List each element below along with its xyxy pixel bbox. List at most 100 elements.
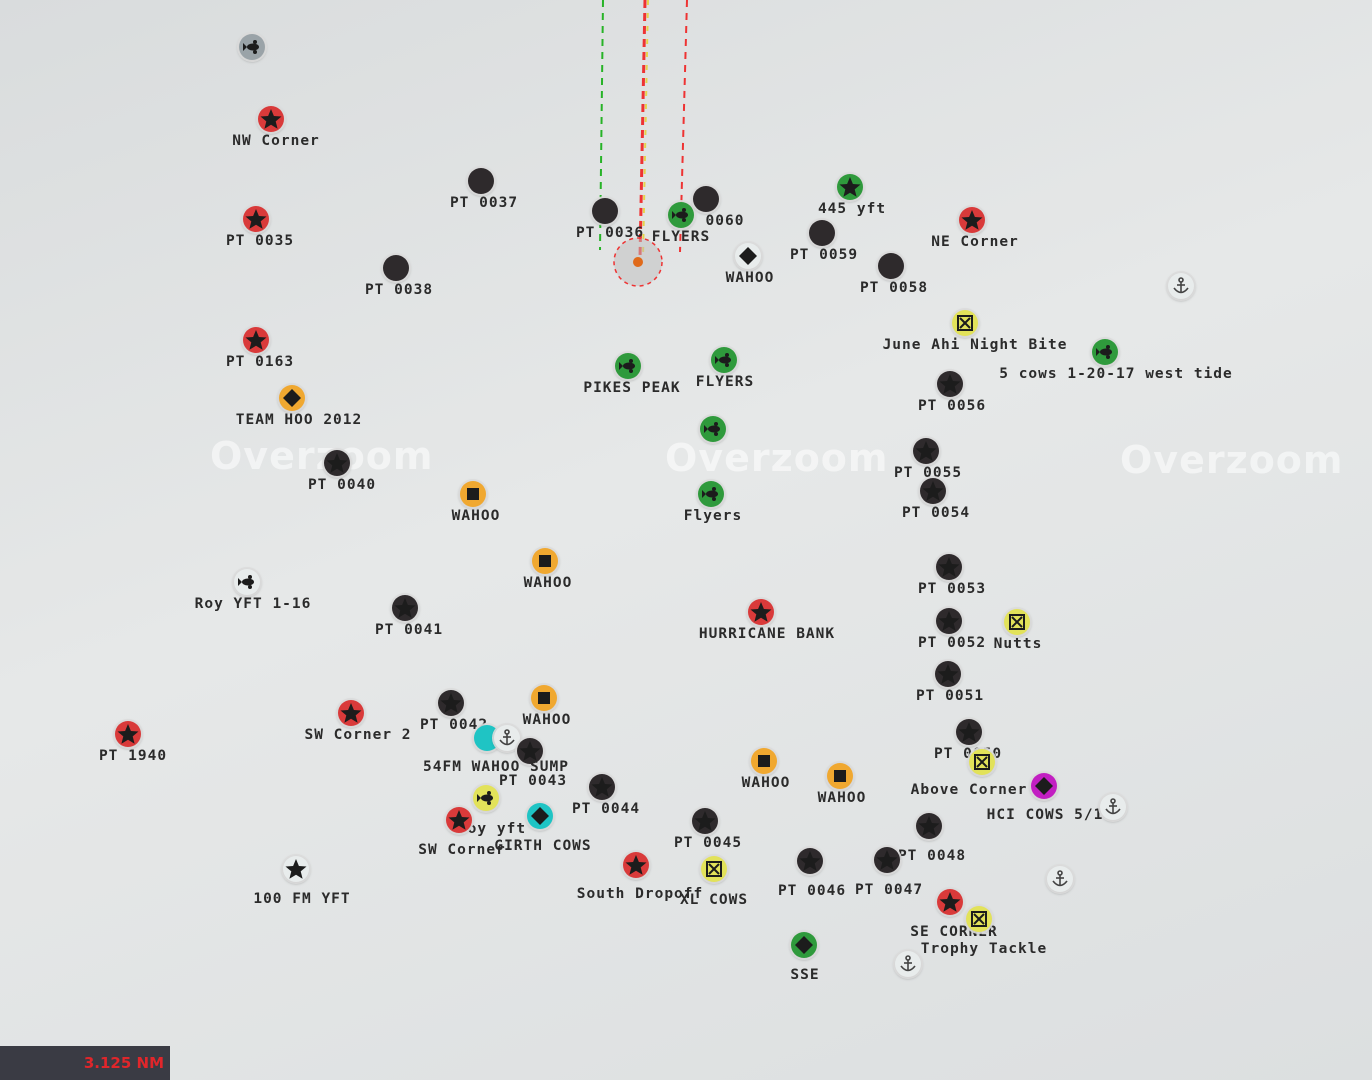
waypoint-label: WAHOO (522, 712, 572, 728)
fish-icon[interactable] (1092, 339, 1118, 365)
waypoint-label: WAHOO (817, 790, 867, 806)
dot-icon[interactable] (468, 168, 494, 194)
star-icon[interactable] (243, 206, 269, 232)
waypoint-label: WAHOO (741, 775, 791, 791)
star-icon[interactable] (338, 700, 364, 726)
diamond-icon[interactable] (1031, 773, 1057, 799)
square-icon[interactable] (751, 748, 777, 774)
star-icon[interactable] (959, 207, 985, 233)
star-icon[interactable] (392, 595, 418, 621)
waypoint-label: FLYERS (651, 229, 711, 245)
star-icon[interactable] (936, 608, 962, 634)
star-icon[interactable] (692, 808, 718, 834)
waypoint-label: PIKES PEAK (583, 380, 681, 396)
waypoint-label: 100 FM YFT (253, 891, 351, 907)
star-icon[interactable] (517, 738, 543, 764)
waypoint-label: TEAM HOO 2012 (235, 412, 363, 428)
anchor-icon[interactable] (895, 951, 921, 977)
fish-icon[interactable] (700, 416, 726, 442)
waypoint-label: PT 0056 (917, 398, 987, 414)
waypoint-label: PT 0052 (917, 635, 987, 651)
waypoint-label: Nutts (993, 636, 1043, 652)
anchor-icon[interactable] (1047, 866, 1073, 892)
waypoint-label: PT 0036 (575, 225, 645, 241)
square-icon[interactable] (531, 685, 557, 711)
diamond-icon[interactable] (791, 932, 817, 958)
waypoint-label: Above Corner (910, 782, 1028, 798)
dot-icon[interactable] (383, 255, 409, 281)
waypoint-label: PT 0163 (225, 354, 295, 370)
square-icon[interactable] (532, 548, 558, 574)
anchor-icon[interactable] (1168, 273, 1194, 299)
star-icon[interactable] (837, 174, 863, 200)
star-icon[interactable] (956, 719, 982, 745)
fish-icon[interactable] (615, 353, 641, 379)
watermark: Overzoom (210, 434, 434, 478)
star-icon[interactable] (283, 856, 309, 882)
waypoint-label: PT 0046 (777, 883, 847, 899)
box-x-icon[interactable] (952, 310, 978, 336)
dot-icon[interactable] (592, 198, 618, 224)
waypoint-label: Trophy Tackle (920, 941, 1048, 957)
waypoint-label: SSE (790, 967, 820, 983)
star-icon[interactable] (258, 106, 284, 132)
waypoint-label: WAHOO (523, 575, 573, 591)
fish-icon[interactable] (239, 34, 265, 60)
waypoint-label: Flyers (683, 508, 743, 524)
star-icon[interactable] (748, 599, 774, 625)
star-icon[interactable] (935, 661, 961, 687)
fish-icon[interactable] (711, 347, 737, 373)
waypoint-label: SW Corner 2 (304, 727, 412, 743)
star-icon[interactable] (438, 690, 464, 716)
waypoint-label: PT 0055 (893, 465, 963, 481)
star-icon[interactable] (797, 848, 823, 874)
box-x-icon[interactable] (969, 749, 995, 775)
star-icon[interactable] (920, 478, 946, 504)
waypoint-label: June Ahi Night Bite (882, 337, 1068, 353)
diamond-icon[interactable] (527, 803, 553, 829)
square-icon[interactable] (827, 763, 853, 789)
scale-readout: 3.125 NM (83, 1054, 164, 1072)
waypoint-label: South Dropoff (576, 886, 704, 902)
square-icon[interactable] (460, 481, 486, 507)
dot-icon[interactable] (809, 220, 835, 246)
waypoint-label: XL COWS (679, 892, 749, 908)
diamond-icon[interactable] (735, 243, 761, 269)
waypoint-label: PT 0043 (498, 773, 568, 789)
dot-icon[interactable] (878, 253, 904, 279)
star-icon[interactable] (936, 554, 962, 580)
star-icon[interactable] (324, 450, 350, 476)
star-icon[interactable] (874, 847, 900, 873)
box-x-icon[interactable] (966, 906, 992, 932)
box-x-icon[interactable] (701, 856, 727, 882)
fish-icon[interactable] (234, 569, 260, 595)
fish-icon[interactable] (473, 785, 499, 811)
star-icon[interactable] (243, 327, 269, 353)
star-icon[interactable] (937, 889, 963, 915)
waypoint-label: NE Corner (931, 234, 1019, 250)
star-icon[interactable] (623, 852, 649, 878)
anchor-icon[interactable] (1100, 794, 1126, 820)
fish-icon[interactable] (698, 481, 724, 507)
heading-line-yellow (642, 0, 649, 259)
star-icon[interactable] (937, 371, 963, 397)
star-icon[interactable] (115, 721, 141, 747)
waypoint-label: Roy YFT 1-16 (194, 596, 312, 612)
fish-icon[interactable] (668, 202, 694, 228)
diamond-icon[interactable] (279, 385, 305, 411)
waypoint-label: PT 0054 (901, 505, 971, 521)
waypoint-label: PT 0045 (673, 835, 743, 851)
star-icon[interactable] (913, 438, 939, 464)
waypoint-label: HCI COWS 5/1 (986, 807, 1104, 823)
star-icon[interactable] (589, 774, 615, 800)
waypoint-label: PT 0035 (225, 233, 295, 249)
anchor-icon[interactable] (494, 725, 520, 751)
star-icon[interactable] (916, 813, 942, 839)
waypoint-label: PT 0053 (917, 581, 987, 597)
dot-icon[interactable] (693, 186, 719, 212)
box-x-icon[interactable] (1004, 609, 1030, 635)
waypoint-label: 445 yft (817, 201, 887, 217)
star-icon[interactable] (446, 807, 472, 833)
